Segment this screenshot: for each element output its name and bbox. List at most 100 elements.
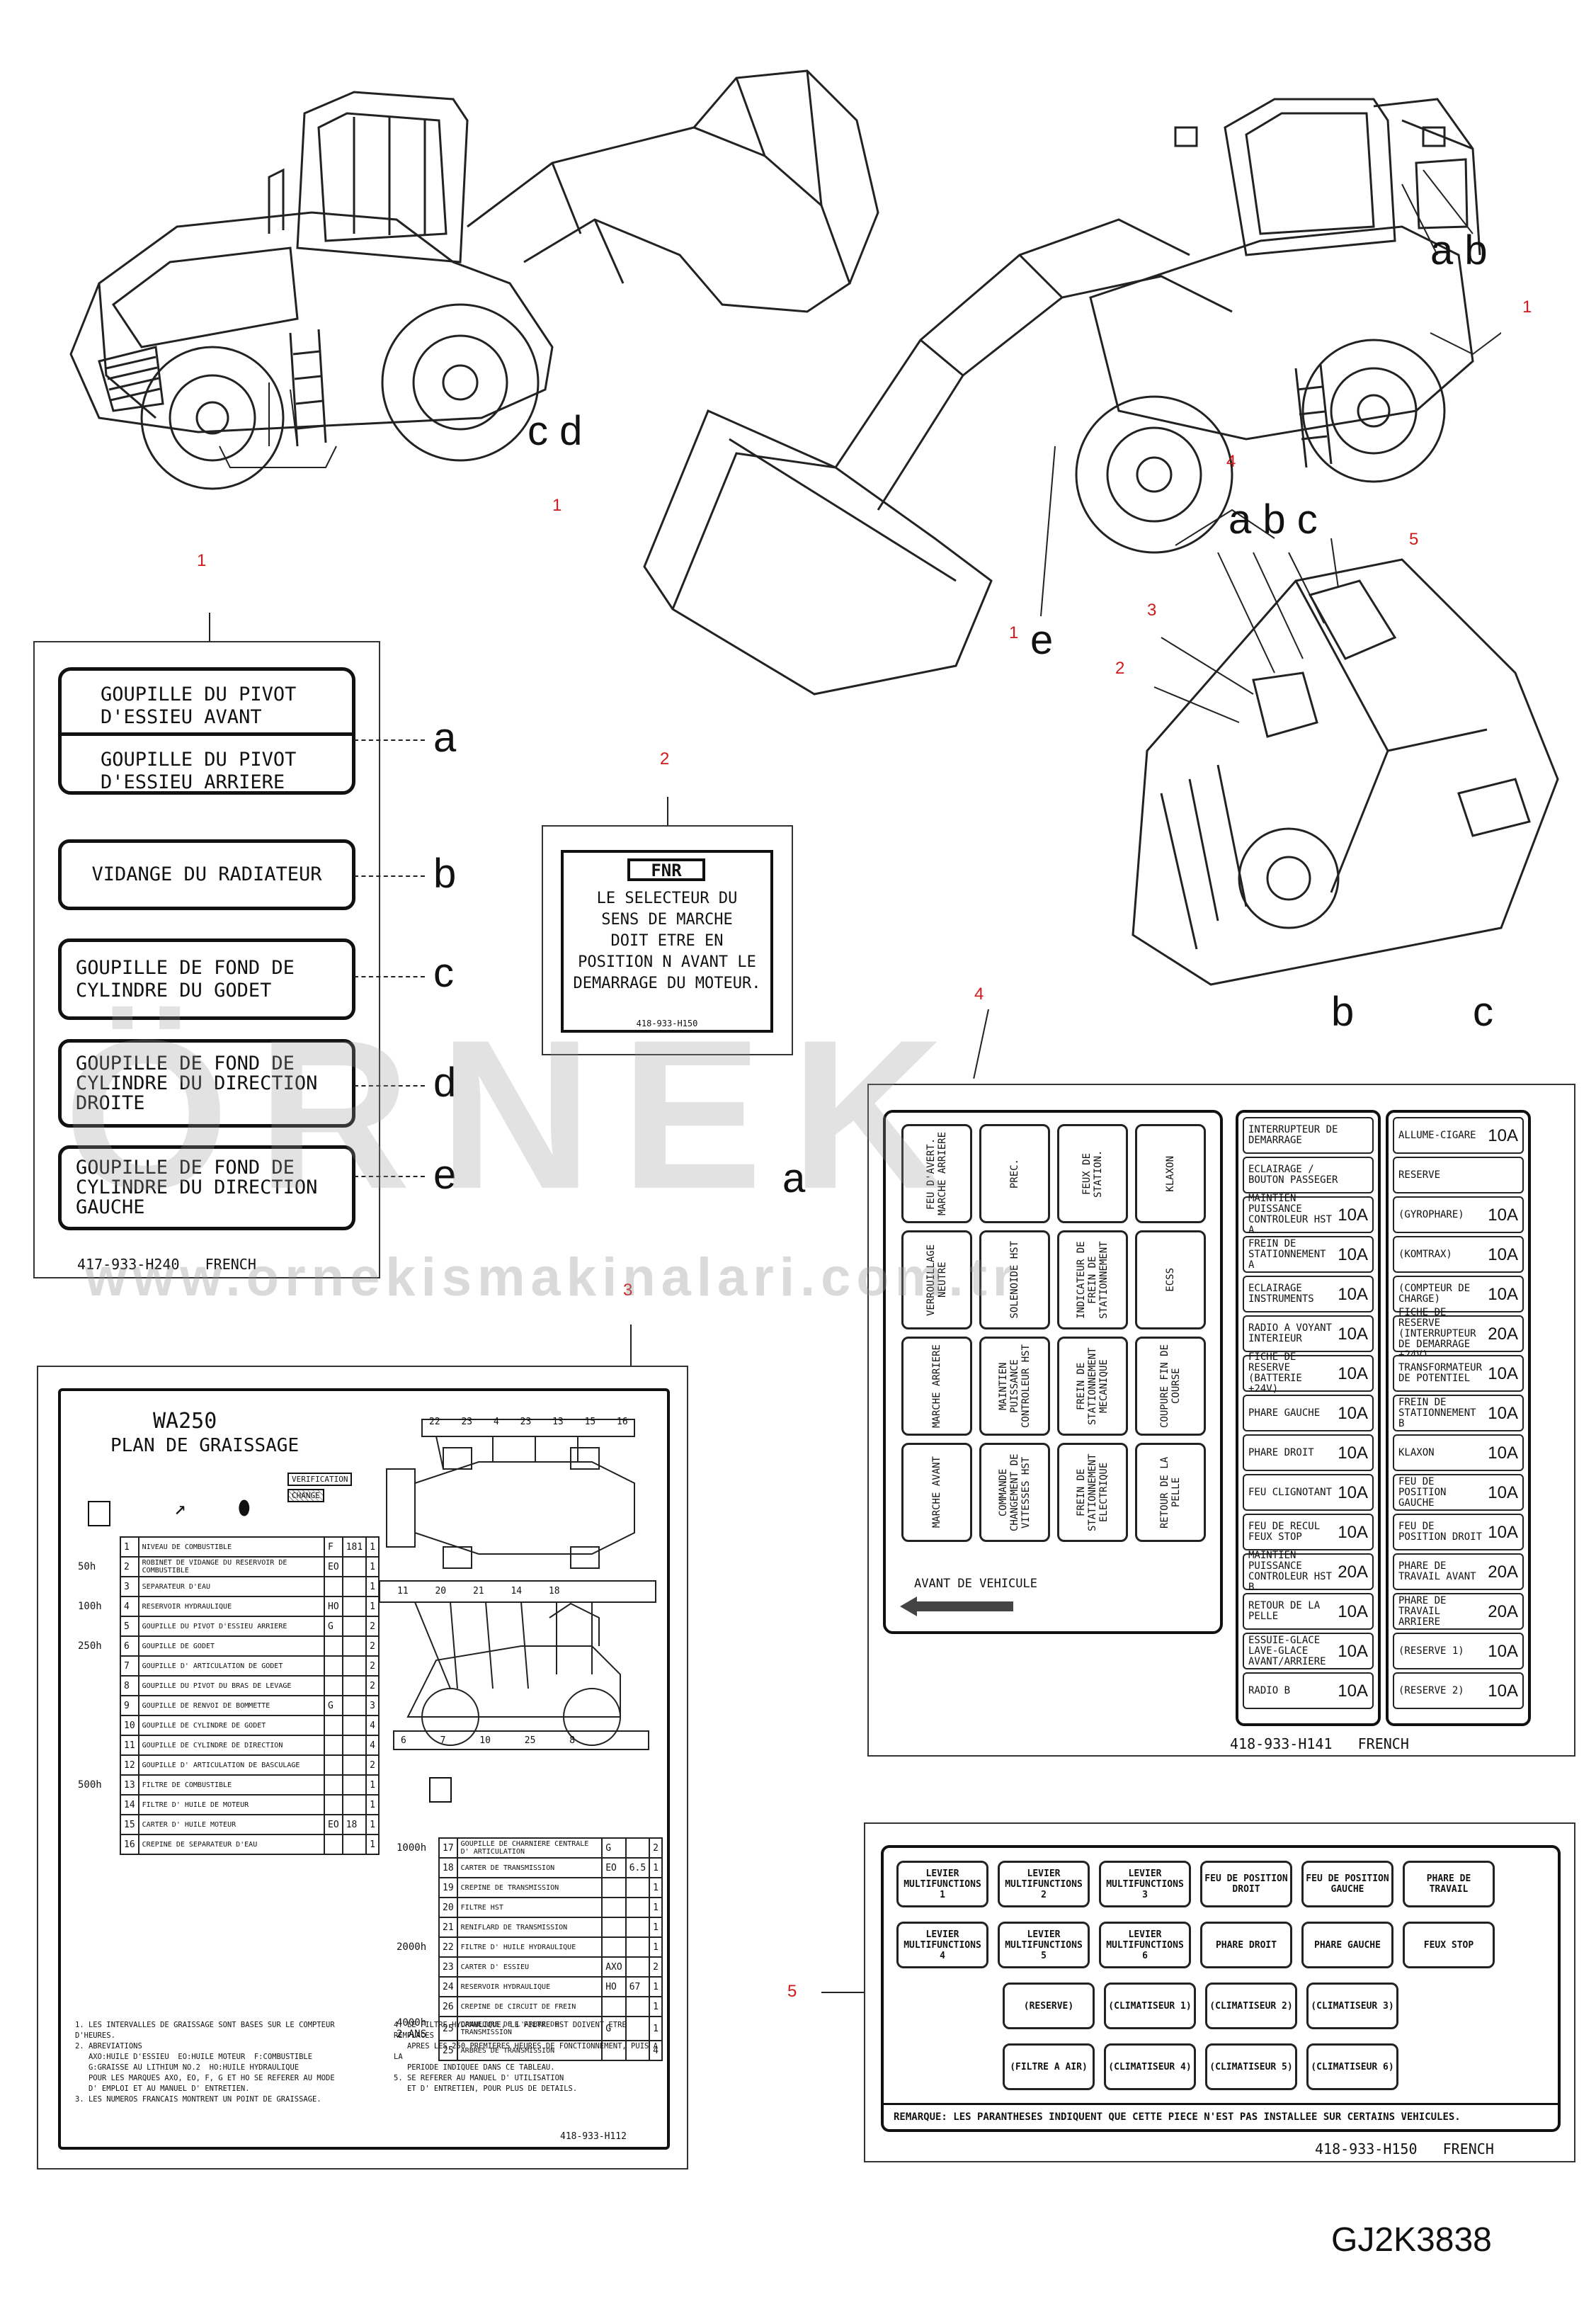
label3-left-cell-no: 11 [120, 1735, 139, 1756]
fuse-label: (RESERVE 2) [1398, 1684, 1464, 1696]
fuse-amp: 10A [1338, 1601, 1368, 1621]
label3-left-cell-n: 2 [365, 1754, 380, 1776]
fuse-label: RADIO B [1248, 1684, 1291, 1696]
label3-sheet: WA250 PLAN DE GRAISSAGE VERIFICATION CHA… [37, 1366, 688, 2170]
label3-left-cell-qty [341, 1834, 367, 1855]
label3-right-cell-qty [625, 2040, 651, 2061]
cab-interior-illustration [1132, 509, 1559, 986]
label3-left-cell-qty [341, 1655, 367, 1677]
fuse-label: PHARE DROIT [1248, 1446, 1314, 1458]
label3-left-cell-n: 3 [365, 1695, 380, 1716]
label3-left-cell-no: 2 [120, 1556, 139, 1577]
label3-left-cell-item: GOUPILLE DE RENVOI DE BOMMETTE [137, 1695, 326, 1716]
fuse-label: PHARE GAUCHE [1248, 1407, 1321, 1419]
switch-label: FREIN DE STATIONNEMENT ELECTRIQUE [1076, 1453, 1110, 1531]
label1-ref: 1 [197, 551, 207, 570]
label5-button: LEVIER MULTIFUNCTIONS 6 [1099, 1922, 1191, 1968]
label3-right-cell-no: 22 [438, 1936, 458, 1958]
fuse-label: RETOUR DE LA PELLE [1248, 1600, 1321, 1622]
fuse-label: RADIO A VOYANT INTERIEUR [1248, 1322, 1333, 1344]
label3-left-cell-interval: 500h [78, 1779, 102, 1791]
label1-letter-b: b [433, 851, 457, 897]
label3-left-cell-n: 2 [365, 1675, 380, 1696]
label3-left-cell-no: 9 [120, 1695, 139, 1716]
label3-machine-diagram [380, 1419, 656, 1750]
label3-left-cell-code [324, 1715, 343, 1736]
label3-left-cell-item: GOUPILLE DU PIVOT DU BRAS DE LEVAGE [137, 1675, 326, 1696]
label3-left-cell-no: 16 [120, 1834, 139, 1855]
label3-left-cell-qty [341, 1675, 367, 1696]
fuse-amp: 10A [1488, 1363, 1518, 1383]
label3-right-cell-qty [625, 1877, 651, 1898]
label4-front-text: AVANT DE VEHICULE [914, 1577, 1037, 1591]
switch-label: ECSS [1165, 1268, 1176, 1292]
fuse-label: (RESERVE 1) [1398, 1645, 1464, 1657]
fuse-label: MAINTIEN PUISSANCE CONTROLEUR HST A [1248, 1193, 1333, 1236]
label5-footer: 418-933-H150 FRENCH [1315, 2140, 1494, 2157]
label4-c-fuse: (KOMTRAX)10A [1393, 1236, 1524, 1273]
label3-notes-left: 1. LES INTERVALLES DE GRAISSAGE SONT BAS… [75, 2021, 335, 2104]
fuse-label: FEU DE POSITION GAUCHE [1398, 1475, 1447, 1509]
label1-item-a2: GOUPILLE DU PIVOT D'ESSIEU ARRIERE [101, 749, 297, 793]
label3-left-cell-no: 15 [120, 1814, 139, 1835]
fuse-label: RESERVE [1398, 1169, 1441, 1181]
fuse-amp: 10A [1488, 1284, 1518, 1304]
fuse-label: FICHE DE RESERVE (INTERRUPTEUR DE DEMARR… [1398, 1306, 1476, 1360]
label3-left-cell-interval [75, 1715, 120, 1735]
label3-left-cell-n: 1 [365, 1774, 380, 1796]
switch-label: FEU D'AVERT. MARCHE ARRIERE [925, 1132, 948, 1216]
label3-right-cell-code: HO [601, 1976, 627, 1997]
switch-label: COUPURE FIN DE COURSE [1159, 1344, 1182, 1429]
label3-right-cell-code: EO [601, 1857, 627, 1878]
label3-right-cell-interval [394, 1858, 439, 1878]
label3-left-cell-no: 5 [120, 1616, 139, 1637]
label3-left-cell-interval [75, 1834, 120, 1854]
label3-right-cell-qty: 67 [625, 1976, 651, 1997]
label3-left-cell-n: 1 [365, 1814, 380, 1835]
label3-left-cell-qty [341, 1754, 367, 1776]
label5-button: LEVIER MULTIFUNCTIONS 3 [1099, 1861, 1191, 1907]
switch-label: COMMANDE CHANGEMENT DE VITESSES HST [998, 1453, 1032, 1531]
label3-left-cell-code [324, 1576, 343, 1597]
label2-fnr: FNR [627, 858, 705, 881]
label3-subtitle: PLAN DE GRAISSAGE [110, 1435, 300, 1456]
label5-button: (CLIMATISEUR 4) [1104, 2043, 1196, 2090]
callout-cab-abc: a b c [1229, 497, 1318, 543]
label1-divider [62, 732, 352, 736]
switch-cell: MARCHE AVANT [901, 1443, 972, 1542]
label3-left-cell-no: 14 [120, 1794, 139, 1815]
label3-left-cell-no: 4 [120, 1596, 139, 1617]
label3-left-cell-no: 12 [120, 1754, 139, 1776]
leader-e [354, 1176, 425, 1179]
label5-button: LEVIER MULTIFUNCTIONS 5 [998, 1922, 1090, 1968]
fuse-amp: 10A [1488, 1641, 1518, 1661]
label3-left-cell-no: 13 [120, 1774, 139, 1796]
switch-label: FREIN DE STATIONNEMENT MECANIQUE [1076, 1347, 1110, 1425]
label3-right-cell-interval: 1000h [397, 1842, 427, 1854]
label3-left-cell-qty [341, 1635, 367, 1657]
label3-left-cell-n: 4 [365, 1735, 380, 1756]
switch-label: INDICATEUR DE FREIN DE STATIONNEMENT [1076, 1241, 1110, 1319]
label3-ref: 3 [623, 1281, 633, 1300]
switch-label: PREC. [1009, 1158, 1020, 1189]
label3-notes-right: 4. LE FILTRE HYDRAULIQUE, LE FILTRE HST … [394, 2021, 658, 2093]
fuse-amp: 20A [1338, 1562, 1368, 1582]
fuse-amp: 10A [1338, 1284, 1368, 1304]
